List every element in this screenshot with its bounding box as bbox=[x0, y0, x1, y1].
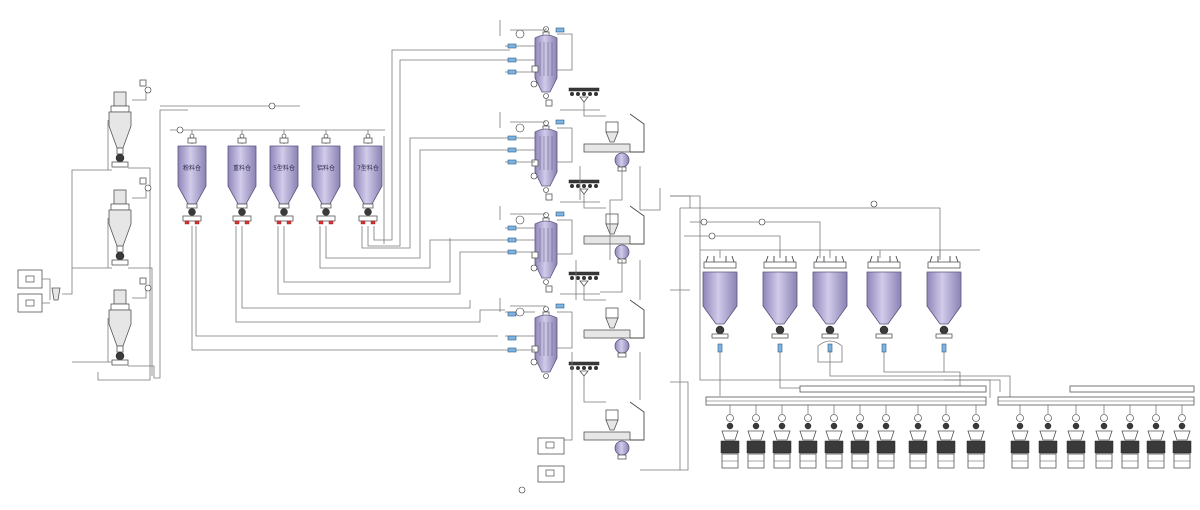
reactor-4 bbox=[531, 306, 558, 379]
reactor-2 bbox=[531, 120, 558, 193]
transfer-lines bbox=[670, 195, 1001, 470]
cyclone-group bbox=[97, 79, 188, 381]
packer-row bbox=[720, 405, 1192, 469]
filter-icon bbox=[51, 287, 61, 301]
silo-4: 铝料仓 bbox=[311, 133, 341, 225]
packing-headers bbox=[705, 385, 1195, 406]
tank-2 bbox=[762, 255, 798, 353]
filter-station-1 bbox=[583, 113, 645, 172]
silo-1: 粉料仓 bbox=[177, 133, 207, 225]
vacuum-station bbox=[17, 169, 100, 363]
filter-station-4 bbox=[583, 401, 645, 460]
silo-label: 重料仓 bbox=[233, 164, 251, 172]
silo-5: 7型料仓 bbox=[353, 133, 383, 225]
tank-feed-header bbox=[680, 200, 980, 260]
tank-5 bbox=[926, 255, 962, 353]
cyclone-1 bbox=[108, 91, 132, 168]
comb-feeder-2 bbox=[568, 179, 600, 195]
tank-4 bbox=[866, 255, 902, 353]
cyclone-2 bbox=[108, 189, 132, 266]
filter-station-3 bbox=[583, 299, 645, 358]
silo-3: 5型料仓 bbox=[269, 133, 299, 225]
filter-stations bbox=[518, 87, 691, 494]
reactor-column bbox=[499, 20, 573, 379]
silo-label: 粉料仓 bbox=[183, 164, 201, 172]
silo-row: 粉料仓 重料仓 5型料仓 铝料仓 7型料仓 bbox=[177, 133, 383, 225]
tank-row bbox=[702, 255, 1011, 398]
reactor-1 bbox=[531, 26, 558, 99]
comb-feeder-1 bbox=[568, 87, 600, 103]
filter-station-2 bbox=[583, 205, 645, 264]
silo-2: 重料仓 bbox=[227, 133, 257, 225]
silo-label: 7型料仓 bbox=[357, 164, 379, 172]
cyclone-3 bbox=[108, 289, 132, 366]
reactor-3 bbox=[531, 212, 558, 285]
tank-1 bbox=[702, 255, 738, 353]
silo-label: 5型料仓 bbox=[273, 164, 295, 172]
comb-feeder-4 bbox=[568, 361, 600, 377]
tank-3 bbox=[812, 255, 848, 353]
comb-feeder-3 bbox=[568, 271, 600, 287]
silo-label: 铝料仓 bbox=[317, 164, 335, 172]
silo-discharge-lines bbox=[191, 49, 510, 351]
